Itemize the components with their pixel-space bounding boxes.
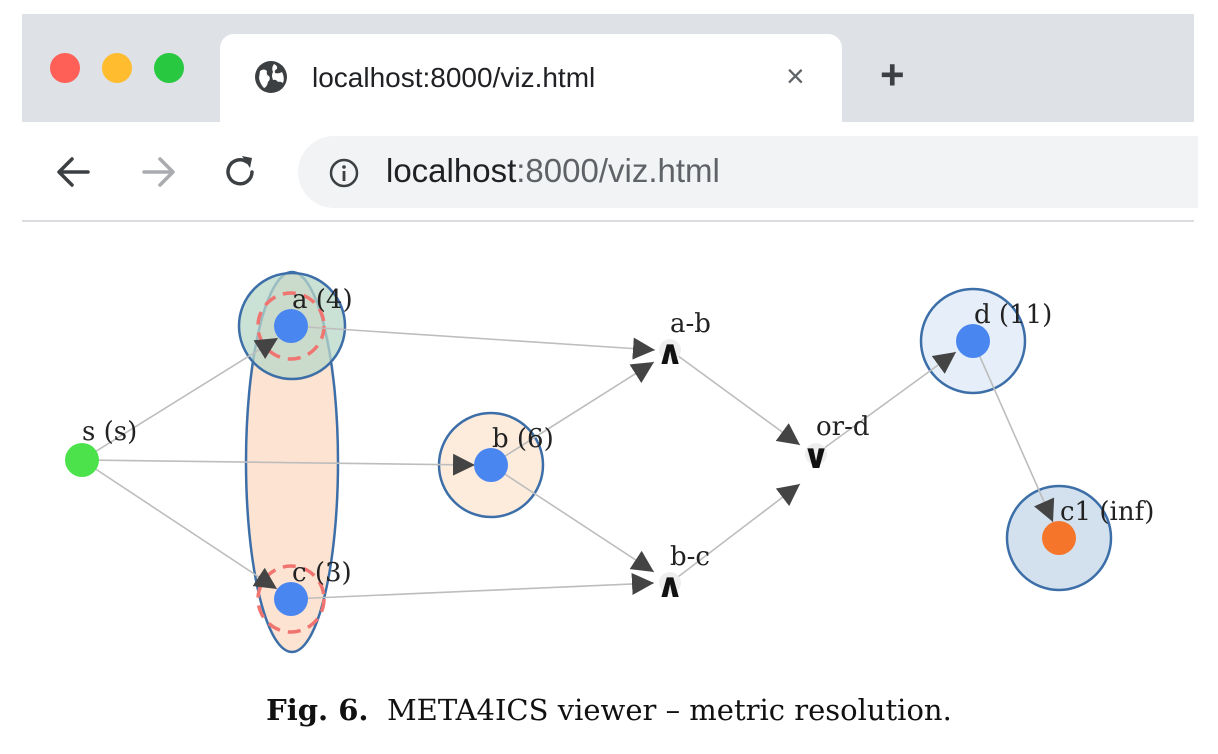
operator-ord-symbol: ∨: [802, 437, 830, 477]
node-s[interactable]: [65, 443, 99, 477]
edge-s-b: [81, 453, 476, 476]
new-tab-button[interactable]: +: [880, 51, 905, 98]
edge-b-bc: [490, 464, 655, 573]
edge-ord-d: [815, 351, 957, 455]
tab-close-icon[interactable]: ×: [786, 58, 805, 94]
maximize-window-button[interactable]: [154, 53, 184, 83]
operator-ab-symbol: ∧: [656, 333, 684, 373]
node-b[interactable]: [474, 448, 508, 482]
node-d[interactable]: [956, 324, 990, 358]
operator-ord-bg: [805, 443, 827, 465]
url-host: localhost: [386, 152, 517, 189]
active-tab[interactable]: localhost:8000/viz.html ×: [220, 34, 842, 122]
node-c-label: c (3): [292, 558, 352, 588]
dashed-circle-c: [256, 564, 326, 634]
caption-label: Fig. 6.: [266, 693, 369, 727]
minimize-window-button[interactable]: [102, 53, 132, 83]
node-a-label: a (4): [292, 285, 353, 315]
node-a[interactable]: [274, 309, 308, 343]
url-path: :8000/viz.html: [516, 152, 720, 189]
back-arrow-icon[interactable]: [52, 150, 96, 194]
operator-bc-symbol: ∧: [656, 566, 684, 606]
reload-icon[interactable]: [218, 150, 262, 194]
dashed-circle-a: [256, 291, 326, 361]
close-window-button[interactable]: [50, 53, 80, 83]
caption-text: META4ICS viewer – metric resolution.: [386, 693, 952, 727]
globe-icon: [255, 61, 287, 93]
edge-s-a: [81, 337, 279, 461]
edge-s-c: [81, 459, 278, 590]
forward-arrow-icon[interactable]: [136, 150, 180, 194]
node-c1[interactable]: [1042, 521, 1076, 555]
edge-d-c1: [972, 340, 1055, 523]
operator-bc-bg: [659, 572, 681, 594]
url-text: localhost:8000/viz.html: [386, 152, 720, 190]
address-bar[interactable]: localhost:8000/viz.html: [298, 136, 1198, 208]
node-s-label: s (s): [82, 417, 137, 447]
node-c1-label: c1 (inf): [1060, 497, 1154, 527]
edge-c-bc: [290, 572, 655, 600]
node-b-label: b (6): [492, 424, 554, 454]
edge-a-ab: [290, 325, 656, 360]
info-icon[interactable]: [328, 157, 360, 189]
node-d-label: d (11): [974, 300, 1052, 330]
toolbar: localhost:8000/viz.html: [22, 122, 1198, 222]
figure-caption: Fig. 6. META4ICS viewer – metric resolut…: [0, 693, 1218, 727]
edge-bc-ord: [669, 483, 801, 584]
edge-b-ab: [490, 361, 655, 466]
operator-ab-bg: [659, 339, 681, 361]
node-c[interactable]: [274, 582, 308, 616]
operator-ab-label: a-b: [670, 309, 711, 339]
tab-title: localhost:8000/viz.html: [312, 62, 596, 93]
edge-ab-ord: [669, 349, 801, 446]
operator-bc-label: b-c: [670, 542, 710, 572]
operator-ord-label: or-d: [816, 412, 870, 442]
browser-window: localhost:8000/viz.html × + localhost:80…: [22, 14, 1198, 222]
tab-bar: localhost:8000/viz.html × +: [22, 14, 1194, 122]
graph-canvas: ∧ ∧ ∨ a-b b-c or-d s (s) a (4) b (6) c (…: [65, 270, 1154, 654]
